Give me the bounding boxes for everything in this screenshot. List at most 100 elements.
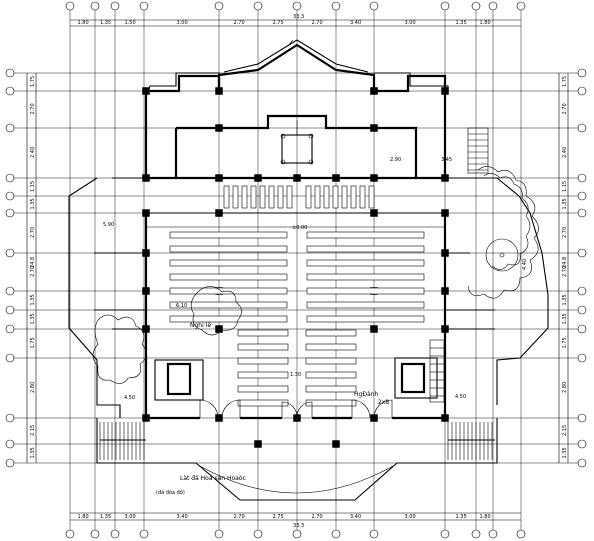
choir-bench [350,185,357,209]
axis-bubble [214,529,224,539]
axis-bubble [5,123,15,133]
column [142,249,150,257]
pew [237,329,289,337]
axis-bubble [253,1,263,11]
column [370,87,378,95]
dim-text: 1.35 [30,447,36,458]
outer-boundary [68,177,549,501]
axis-bubble [292,1,302,11]
dim-text: 1.75 [562,76,568,87]
axis-bubble [5,191,15,201]
axis-bubble [577,286,587,296]
side-rooms [154,339,445,419]
axis-bubble [516,529,526,539]
dim-text: 1.35 [30,198,36,209]
column [215,174,223,182]
choir-bench [241,185,248,209]
axis-bubble [369,529,379,539]
dim-text: 1.80 [78,20,89,26]
dim-text: 3.40 [350,20,361,26]
axis-bubble [369,1,379,11]
choir-bench [259,185,266,209]
axis-bubble [471,529,481,539]
dim-text: 1.35 [30,313,36,324]
axis-bubble [5,286,15,296]
column [215,414,223,422]
level-mark-610: 6.10 [176,303,187,309]
dim-text: 3.40 [350,514,361,520]
left-room-label: Nghỉ lê [190,322,211,329]
dim-text: 1.80 [480,514,491,520]
pew [306,231,425,239]
pew [237,385,289,393]
level-mark-130: 1.30 [290,372,301,378]
axis-bubble [90,529,100,539]
pew [169,273,288,281]
column [441,249,449,257]
column [441,209,449,217]
dim-text: 1.35 [30,294,36,305]
dim-text: 2.40 [562,147,568,158]
dim-text: 2.70 [234,20,245,26]
right-total-dim: 24.8 [562,257,568,268]
bottom-title-label: Làt đá Hoa sân Hoaòc [180,475,246,482]
axis-bubbles [5,1,587,539]
dim-text: 2.15 [562,425,568,436]
bottom-total-dim: 33.3 [293,523,304,529]
axis-bubble [5,208,15,218]
dim-text: 1.35 [562,447,568,458]
axis-bubble [90,1,100,11]
apse-structure [144,39,489,178]
choir-bench [305,185,312,209]
axis-bubble [5,413,15,423]
axis-bubble [292,529,302,539]
axis-bubble [577,191,587,201]
pew [306,287,425,295]
axis-bubble [5,86,15,96]
dim-text: 1.35 [100,20,111,26]
pew [306,259,425,267]
dim-text: 1.75 [562,337,568,348]
level-mark-450a: 4.50 [124,395,135,401]
pew [305,371,357,379]
dim-text: 1.15 [30,181,36,192]
column [441,325,449,333]
level-mark-450b: 4.50 [455,394,466,400]
choir-bench [332,185,339,209]
column [370,124,378,132]
column [441,174,449,182]
column [142,287,150,295]
pew [237,399,289,407]
axis-bubble [471,1,481,11]
axis-bubble [331,1,341,11]
axis-bubble [214,1,224,11]
level-mark-590: 5.90 [103,222,114,228]
dim-text: 2.70 [312,514,323,520]
column [332,440,340,448]
choir-bench [277,185,284,209]
axis-bubble [516,1,526,11]
dimension-chains: 33.3 33.3 24.8 24.8 [26,14,569,529]
column [142,325,150,333]
column [254,174,262,182]
axis-bubble [5,248,15,258]
dim-text: 2.70 [234,514,245,520]
column [142,209,150,217]
pew [305,399,357,407]
pew [306,315,425,323]
axis-bubble [577,324,587,334]
dim-text: 3.00 [405,514,416,520]
grid-lines [8,8,586,532]
pew [305,385,357,393]
axis-bubble [488,529,498,539]
dim-text: 2.70 [30,266,36,277]
column [332,174,340,182]
choir-bench [223,185,230,209]
column [441,87,449,95]
choir-bench [268,185,275,209]
column [370,209,378,217]
axis-bubble [110,529,120,539]
axis-bubble [5,324,15,334]
choir-bench [232,185,239,209]
